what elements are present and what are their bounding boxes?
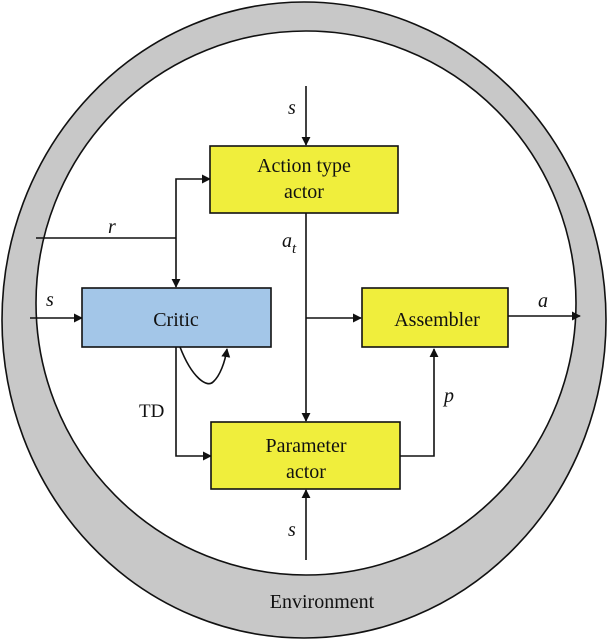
assembler-block: Assembler bbox=[361, 287, 509, 348]
parameter-actor-label-line1: Parameter bbox=[265, 435, 346, 457]
critic-label: Critic bbox=[153, 309, 199, 331]
parameter-actor-box bbox=[210, 421, 401, 490]
action-type-actor-box bbox=[209, 145, 399, 214]
wire-r-to-action-type-actor bbox=[175, 174, 211, 238]
assembler-box bbox=[361, 287, 509, 348]
wire-critic-self-loop bbox=[179, 346, 231, 385]
parameter-actor-label-line2: actor bbox=[286, 461, 326, 483]
environment-label: Environment bbox=[270, 591, 375, 613]
action-type-actor-label-line1: Action type bbox=[257, 155, 351, 177]
signal-td-label: TD bbox=[139, 401, 164, 422]
signal-a-t-main: a bbox=[282, 230, 292, 252]
assembler-label: Assembler bbox=[394, 309, 480, 331]
signal-s-bottom-label: s bbox=[288, 519, 296, 541]
critic-box bbox=[81, 287, 272, 348]
signal-a-t-label: at bbox=[282, 230, 297, 257]
signal-a-t-subscript: t bbox=[292, 241, 297, 257]
action-type-actor-label-line2: actor bbox=[284, 181, 324, 203]
wire-p-to-assembler bbox=[400, 348, 439, 457]
signal-s-left-label: s bbox=[46, 289, 54, 311]
signal-s-top-label: s bbox=[288, 97, 296, 119]
action-type-actor-block: Action type actor bbox=[209, 145, 399, 214]
wire-td-to-parameter-actor bbox=[175, 347, 212, 461]
critic-block: Critic bbox=[81, 287, 272, 348]
parameter-actor-block: Parameter actor bbox=[210, 421, 401, 490]
signal-p-label: p bbox=[442, 385, 454, 407]
signal-r-label: r bbox=[108, 216, 116, 238]
signal-a-label: a bbox=[538, 290, 548, 312]
